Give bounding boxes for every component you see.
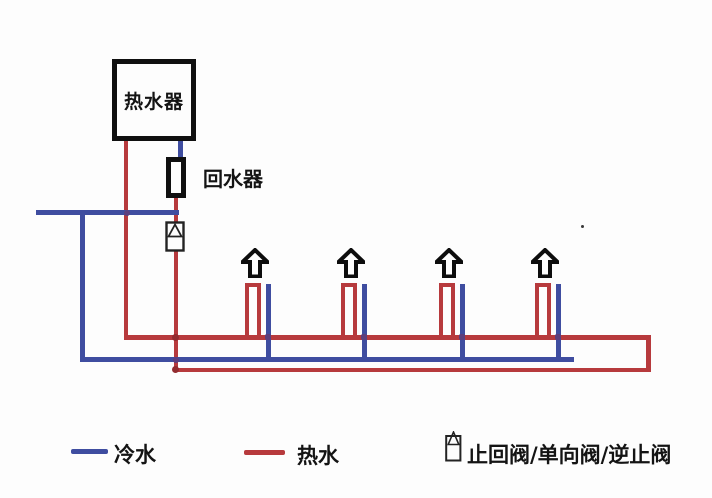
junction-dot [265, 334, 271, 340]
cold-pipe-inlet-main [36, 210, 179, 215]
legend-cold-label: 冷水 [114, 443, 156, 467]
up-arrow-icon [531, 248, 559, 278]
junction-dot [172, 366, 179, 373]
up-arrow-icon [337, 248, 365, 278]
hot-riser-left [439, 283, 443, 340]
check-valve-icon [165, 221, 185, 252]
up-arrow-icon [435, 248, 463, 278]
up-arrow-icon [241, 248, 269, 278]
junction-dot [172, 334, 179, 341]
hot-riser-left [245, 283, 249, 340]
hot-riser-left [341, 283, 345, 340]
hot-riser-left [535, 283, 539, 340]
junction-dot [124, 210, 130, 216]
junction-dot [173, 357, 179, 363]
legend-cold-swatch [71, 449, 108, 454]
legend-check-valve-icon [445, 431, 462, 462]
hot-pipe-return-riser [174, 197, 178, 372]
water-heater-box: 热水器 [112, 59, 196, 141]
junction-dot [555, 334, 561, 340]
junction-dot [361, 334, 367, 340]
cold-pipe-left-drop [80, 210, 85, 361]
legend-hot-swatch [244, 450, 285, 455]
cold-riser [362, 284, 367, 361]
hot-riser-top [245, 283, 261, 287]
hot-riser-top [535, 283, 551, 287]
cold-riser [556, 284, 561, 361]
water-heater-label: 热水器 [123, 90, 184, 113]
hot-riser-right [451, 283, 455, 340]
hot-pipe-heater-drop [124, 140, 128, 339]
hot-riser-top [341, 283, 357, 287]
hot-pipe-return-main [175, 368, 651, 372]
hot-riser-right [257, 283, 261, 340]
legend-hot-label: 热水 [297, 444, 339, 468]
return-device-label: 回水器 [203, 167, 263, 191]
return-device-box [166, 157, 186, 198]
stray-speck [581, 225, 584, 228]
hot-riser-right [547, 283, 551, 340]
cold-riser [460, 284, 465, 361]
legend-valve-label: 止回阀/单向阀/逆止阀 [467, 443, 672, 467]
cold-pipe-bottom-main [80, 357, 574, 362]
hot-pipe-right-end-drop [646, 335, 651, 372]
cold-pipe-heater-to-return-device [178, 139, 183, 159]
cold-riser [266, 284, 271, 361]
hot-riser-right [353, 283, 357, 340]
hot-pipe-supply-main [124, 335, 651, 340]
junction-dot [459, 334, 465, 340]
hot-riser-top [439, 283, 455, 287]
